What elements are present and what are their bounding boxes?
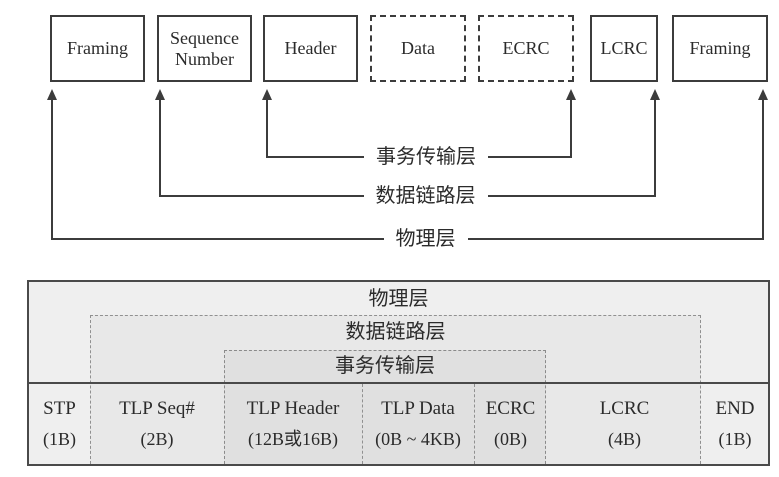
bracket-data-link-layer: 数据链路层 xyxy=(155,89,660,210)
bracket-label-data-link-layer: 数据链路层 xyxy=(363,182,488,210)
packet-box-data: Data xyxy=(370,15,466,82)
table-cell-ecrc: ECRC (0B) xyxy=(474,386,547,462)
cell-size: (2B) xyxy=(140,429,174,449)
packet-box-framing-start: Framing xyxy=(50,15,145,82)
tlp-layer-table: 物理层 数据链路层 事务传输层 STP (1B) TLP Seq# (2B) T… xyxy=(27,280,770,466)
cell-name: ECRC xyxy=(485,398,536,419)
cell-size: (1B) xyxy=(718,429,752,449)
packet-box-label: Framing xyxy=(689,38,751,58)
table-layer-label-transaction: 事务传输层 xyxy=(335,355,435,377)
packet-box-label: Data xyxy=(401,38,435,58)
cell-name: TLP Seq# xyxy=(119,398,195,419)
table-cell-tlp-header: TLP Header (12B或16B) xyxy=(224,386,362,462)
packet-box-label: ECRC xyxy=(502,38,550,58)
table-layer-label-data-link: 数据链路层 xyxy=(345,321,446,343)
bracket-physical-layer: 物理层 xyxy=(47,89,768,253)
table-row-separator xyxy=(29,382,768,384)
packet-box-header: Header xyxy=(263,15,358,82)
table-cell-tlp-seq: TLP Seq# (2B) xyxy=(90,386,224,462)
packet-box-label: Framing xyxy=(67,38,128,58)
cell-size: (0B) xyxy=(494,429,527,449)
bracket-transaction-layer: 事务传输层 xyxy=(262,89,576,171)
table-layer-label-physical: 物理层 xyxy=(368,288,429,310)
up-arrow-icon xyxy=(262,89,272,100)
up-arrow-icon xyxy=(155,89,165,100)
cell-name: STP xyxy=(43,398,76,419)
table-cell-stp: STP (1B) xyxy=(29,386,90,462)
table-cell-tlp-data: TLP Data (0B ~ 4KB) xyxy=(362,386,474,462)
cell-size: (0B ~ 4KB) xyxy=(375,429,461,449)
cell-name: TLP Data xyxy=(381,398,455,419)
cell-name: TLP Header xyxy=(246,398,340,419)
cell-separator xyxy=(362,384,363,464)
table-cell-lcrc: LCRC (4B) xyxy=(547,386,702,462)
bracket-label-physical-layer: 物理层 xyxy=(383,225,468,253)
bracket-label-transaction-layer: 事务传输层 xyxy=(364,143,488,171)
cell-size: (12B或16B) xyxy=(248,429,338,449)
packet-box-ecrc: ECRC xyxy=(478,15,574,82)
cell-name: LCRC xyxy=(599,398,650,419)
cell-name: END xyxy=(715,398,755,419)
up-arrow-icon xyxy=(758,89,768,100)
packet-box-label: Sequence Number xyxy=(170,27,239,69)
cell-separator xyxy=(474,384,475,464)
up-arrow-icon xyxy=(566,89,576,100)
table-region-transaction: 事务传输层 xyxy=(224,350,546,464)
packet-box-label: LCRC xyxy=(600,38,648,58)
cell-size: (1B) xyxy=(43,429,76,449)
packet-box-label: Header xyxy=(284,38,337,58)
packet-box-framing-end: Framing xyxy=(672,15,768,82)
packet-box-lcrc: LCRC xyxy=(590,15,658,82)
up-arrow-icon xyxy=(650,89,660,100)
packet-box-sequence-number: Sequence Number xyxy=(157,15,252,82)
table-cell-end: END (1B) xyxy=(702,386,768,462)
cell-size: (4B) xyxy=(608,429,641,449)
up-arrow-icon xyxy=(47,89,57,100)
